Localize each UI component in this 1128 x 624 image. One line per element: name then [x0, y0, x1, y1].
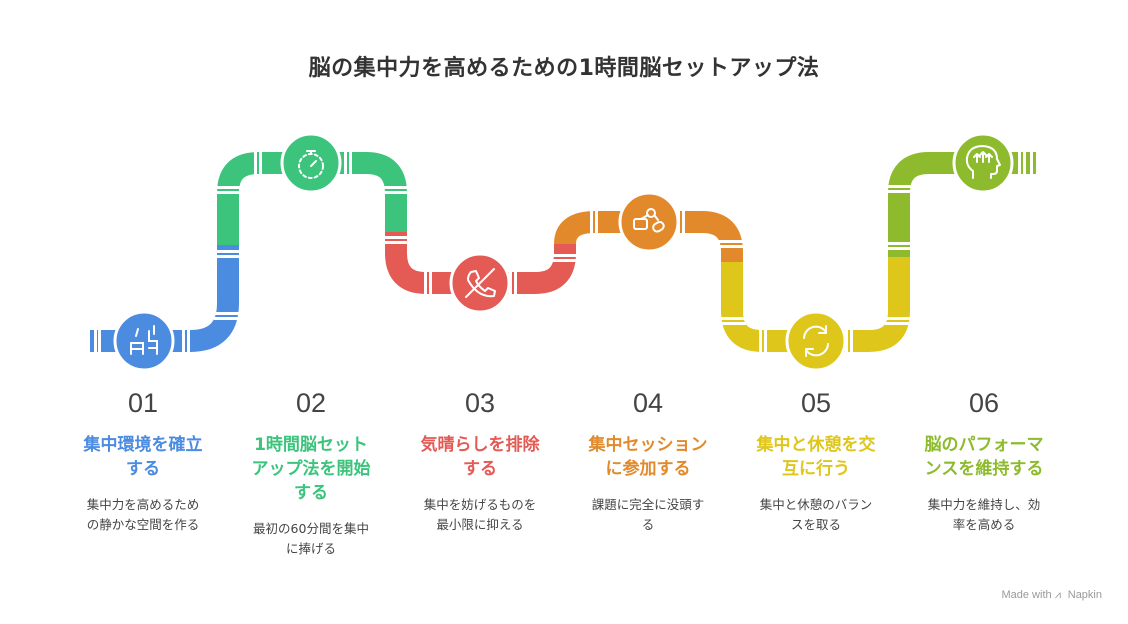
step-description-line: 最小限に抑える: [436, 517, 524, 532]
step-heading-line: する: [294, 483, 328, 503]
step-number: 06: [968, 388, 1000, 418]
cycle-arrows-icon: [803, 325, 829, 357]
step-heading-line: 脳のパフォーマ: [924, 435, 1044, 455]
step-heading: 集中環境を確立する: [63, 433, 223, 481]
page-title: 脳の集中力を高めるための1時間脳セットアップ法: [308, 56, 820, 81]
step-description-line: 集中と休憩のバラン: [759, 497, 873, 512]
step-heading-line: する: [126, 459, 160, 479]
step-node-3: [449, 252, 511, 314]
brain-head-icon: [965, 145, 1001, 179]
step-3: 03 気晴らしを排除する集中を妨げるものを最小限に抑える: [400, 388, 560, 535]
step-description-line: に捧げる: [285, 541, 336, 556]
step-description-line: 集中力を維持し、効: [927, 497, 1041, 512]
step-description-line: スを取る: [790, 517, 841, 532]
step-description-line: る: [641, 517, 655, 532]
step-2: 02 1時間脳セットアップ法を開始する最初の60分間を集中に捧げる: [231, 388, 391, 559]
step-heading-line: に参加する: [605, 459, 691, 479]
step-heading-line: ンスを維持する: [924, 459, 1044, 479]
step-heading: 脳のパフォーマンスを維持する: [904, 433, 1064, 481]
made-with-label: Made with: [1001, 589, 1052, 601]
step-description-line: 率を高める: [952, 517, 1016, 532]
step-description: 集中と休憩のバランスを取る: [736, 495, 896, 535]
step-heading-line: 気晴らしを排除: [420, 435, 540, 455]
napkin-logo-icon: ⩘: [1054, 589, 1061, 601]
step-5: 05 集中と休憩を交互に行う集中と休憩のバランスを取る: [736, 388, 896, 535]
step-number: 01: [127, 388, 159, 418]
pipe-couplings-6: [885, 149, 1033, 250]
step-node-2: [280, 132, 342, 194]
pipe-couplings-1: [94, 250, 242, 355]
napkin-brand: Napkin: [1067, 589, 1102, 601]
step-description: 集中力を維持し、効率を高める: [904, 495, 1064, 535]
step-node-4: [618, 191, 680, 253]
step-description-line: 課題に完全に没頭す: [591, 497, 705, 512]
no-phone-icon: [465, 268, 496, 298]
pipe-segment-1: [90, 245, 239, 352]
made-with-napkin[interactable]: Made with ⩘ Napkin: [1001, 589, 1102, 602]
step-heading: 集中と休憩を交互に行う: [736, 433, 896, 481]
step-description: 集中力を高めるための静かな空間を作る: [63, 495, 223, 535]
step-heading-line: 集中セッション: [588, 435, 708, 455]
step-heading-line: 集中環境を確立: [83, 435, 203, 455]
step-node-5: [785, 310, 847, 372]
step-heading-line: 集中と休憩を交: [756, 435, 876, 455]
pipe-couplings-2: [214, 151, 410, 194]
step-heading-line: する: [463, 459, 497, 479]
step-description: 課題に完全に没頭する: [568, 495, 728, 535]
step-description: 最初の60分間を集中に捧げる: [231, 519, 391, 559]
step-heading-line: 1時間脳セット: [254, 435, 368, 455]
task-flow-icon: [633, 208, 665, 233]
stopwatch-icon: [298, 150, 324, 179]
step-number: 03: [464, 388, 496, 418]
step-number: 04: [632, 388, 664, 418]
desk-chair-icon: [130, 325, 158, 355]
step-node-1: [113, 310, 175, 372]
step-description-line: の静かな空間を作る: [86, 517, 200, 532]
step-heading: 気晴らしを排除する: [400, 433, 560, 481]
step-1: 01 集中環境を確立する集中力を高めるための静かな空間を作る: [63, 388, 223, 535]
step-heading: 集中セッションに参加する: [568, 433, 728, 481]
step-4: 04 集中セッションに参加する課題に完全に没頭する: [568, 388, 728, 535]
step-heading-line: 互に行う: [782, 459, 850, 479]
step-heading: 1時間脳セットアップ法を開始する: [231, 433, 391, 505]
step-number: 02: [295, 388, 327, 418]
step-6: 06 脳のパフォーマンスを維持する集中力を維持し、効率を高める: [904, 388, 1064, 535]
step-heading-line: アップ法を開始: [251, 459, 371, 479]
step-node-6: [952, 132, 1014, 194]
step-description-line: 集中力を高めるため: [86, 497, 200, 512]
step-description-line: 集中を妨げるものを: [423, 497, 537, 512]
step-number: 05: [800, 388, 832, 418]
step-description: 集中を妨げるものを最小限に抑える: [400, 495, 560, 535]
step-description-line: 最初の60分間を集中: [253, 521, 369, 536]
